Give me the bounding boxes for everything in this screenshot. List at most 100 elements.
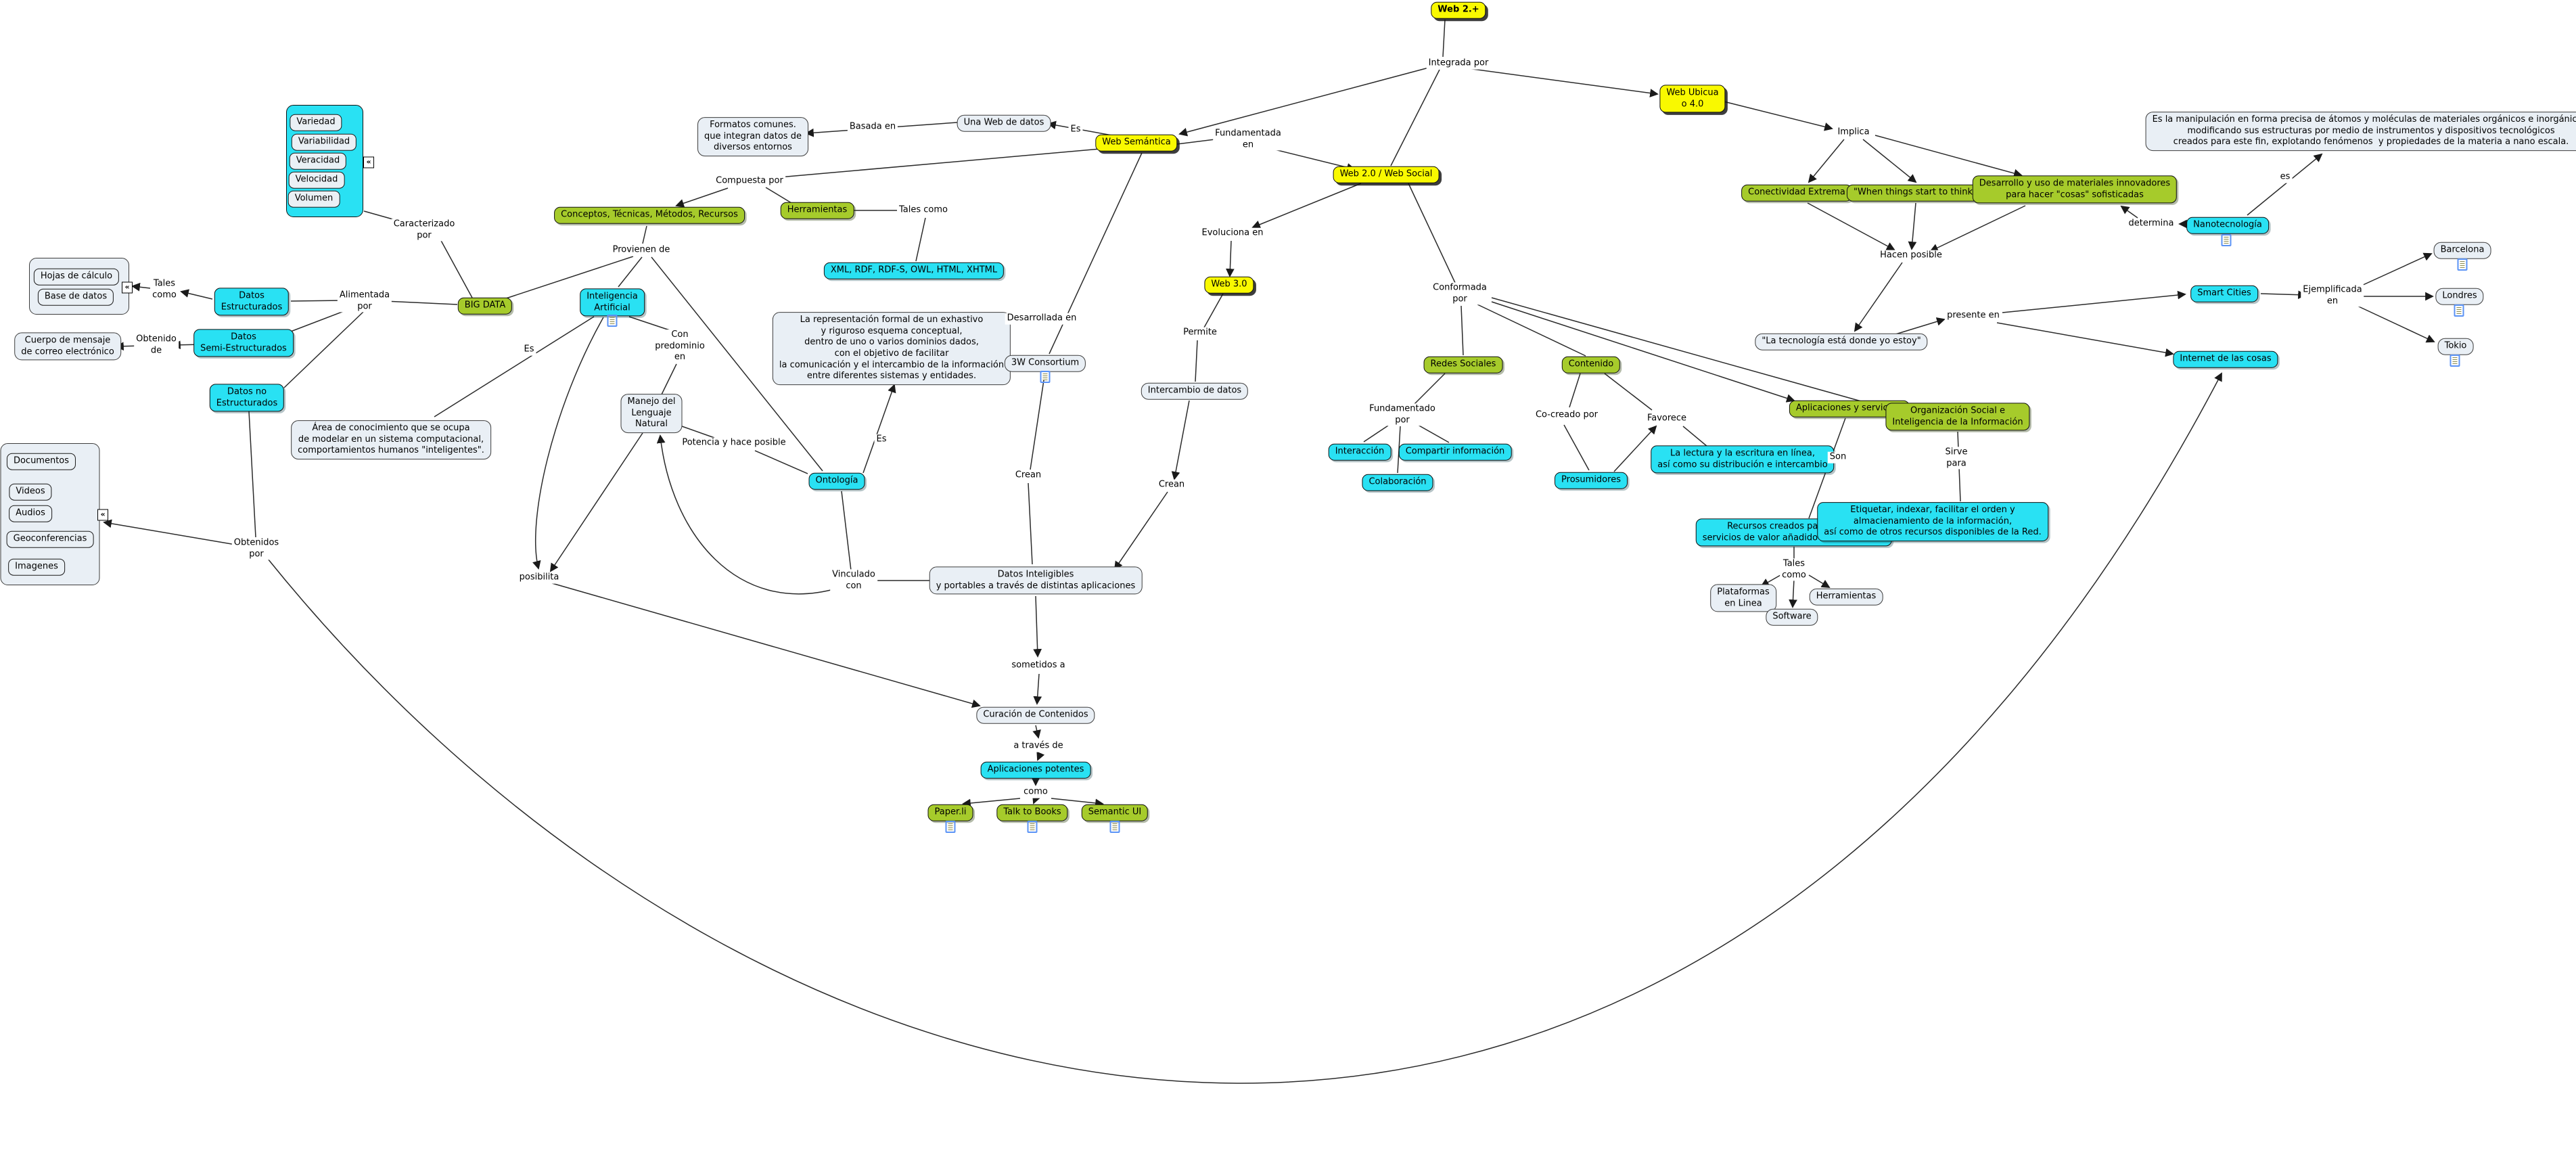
link-conformada-por[interactable]: Conformada por [1431, 282, 1489, 305]
inner-volumen[interactable]: Volumen [288, 190, 340, 208]
concept-web-30[interactable]: Web 3.0 [1204, 276, 1254, 294]
concept-when-things[interactable]: "When things start to think" [1846, 184, 1984, 202]
concept-redes-sociales[interactable]: Redes Sociales [1423, 356, 1503, 373]
link-compuesta-por[interactable]: Compuesta por [714, 175, 785, 187]
concept-semantic-ui[interactable]: Semantic UI [1081, 804, 1149, 821]
link-crean-izq[interactable]: Crean [1013, 470, 1044, 482]
link-desarrollada-en[interactable]: Desarrollada en [1005, 313, 1079, 325]
link-crean-der[interactable]: Crean [1156, 479, 1187, 491]
inner-variedad[interactable]: Variedad [290, 114, 342, 131]
link-es-nano[interactable]: es [2278, 171, 2293, 183]
resource-icon[interactable] [2457, 258, 2468, 271]
concept-xml-rdf[interactable]: XML, RDF, RDF-S, OWL, HTML, XHTML [823, 262, 1005, 279]
concept-aplicaciones-potentes[interactable]: Aplicaciones potentes [980, 761, 1091, 779]
box-software[interactable]: Software [1766, 608, 1818, 626]
concept-web-semantica[interactable]: Web Semántica [1095, 134, 1178, 152]
box-tokio[interactable]: Tokio [2437, 338, 2474, 355]
box-herramientas-br[interactable]: Herramientas [1809, 588, 1883, 606]
inner-veracidad[interactable]: Veracidad [289, 152, 347, 170]
box-barcelona[interactable]: Barcelona [2433, 242, 2491, 259]
box-datos-inteligibles[interactable]: Datos Inteligibles y portables a través … [929, 566, 1143, 595]
box-plataformas[interactable]: Plataformas en Linea [1710, 584, 1776, 612]
resource-icon[interactable] [1027, 821, 1038, 833]
link-vinculado-con[interactable]: Vinculado con [830, 569, 877, 592]
concept-organizacion-social[interactable]: Organización Social e Inteligencia de la… [1885, 403, 2030, 431]
inner-base-datos[interactable]: Base de datos [37, 288, 114, 306]
box-3w-consortium[interactable]: 3W Consortium [1004, 355, 1086, 372]
link-basada-en[interactable]: Basada en [847, 121, 898, 133]
link-ejemplificada-en[interactable]: Ejemplificada en [2301, 284, 2364, 307]
inner-imagenes[interactable]: Imagenes [8, 558, 65, 576]
box-cuerpo-mensaje[interactable]: Cuerpo de mensaje de correo electrónico [14, 332, 121, 361]
concept-conceptos[interactable]: Conceptos, Técnicas, Métodos, Recursos [554, 206, 745, 224]
resource-icon[interactable] [607, 315, 618, 327]
link-posibilita[interactable]: posibilita [517, 572, 561, 584]
annotation-icon[interactable]: « [363, 156, 374, 168]
link-integrada-por[interactable]: Integrada por [1426, 58, 1491, 70]
resource-icon[interactable] [945, 821, 956, 833]
concept-talk-to-books[interactable]: Talk to Books [996, 804, 1068, 821]
link-tales-como-br[interactable]: Tales como [1780, 558, 1808, 581]
link-sirve-para[interactable]: Sirve para [1943, 447, 1970, 470]
concept-datos-no[interactable]: Datos no Estructurados [209, 384, 285, 412]
resource-icon[interactable] [1040, 371, 1051, 383]
concept-la-lectura[interactable]: La lectura y la escritura en línea, así … [1651, 445, 1835, 474]
link-potencia[interactable]: Potencia y hace posible [680, 437, 788, 449]
concept-ontologia[interactable]: Ontología [808, 472, 865, 490]
link-obtenidos-por[interactable]: Obtenidos por [231, 537, 281, 560]
concept-interaccion[interactable]: Interacción [1328, 443, 1392, 461]
concept-etiquetar[interactable]: Etiquetar, indexar, facilitar el orden y… [1817, 502, 2048, 541]
link-tales-como-left[interactable]: Tales como [150, 278, 179, 301]
concept-web-2-plus[interactable]: Web 2.+ [1431, 1, 1486, 19]
concept-conectividad[interactable]: Conectividad Extrema [1741, 184, 1852, 202]
box-manejo-lenguaje[interactable]: Manejo del Lenguaje Natural [620, 394, 683, 433]
resource-icon[interactable] [2450, 355, 2460, 367]
resource-icon[interactable] [2221, 234, 2232, 246]
box-curacion[interactable]: Curación de Contenidos [976, 706, 1095, 724]
link-alimentada-por[interactable]: Alimentada por [337, 290, 392, 313]
concept-datos-estructurados[interactable]: Datos Estructurados [214, 288, 290, 316]
link-es-ia[interactable]: Es [522, 344, 536, 356]
link-con-predominio[interactable]: Con predominio en [653, 330, 707, 363]
inner-hojas-calculo[interactable]: Hojas de cálculo [33, 268, 120, 286]
concept-colaboracion[interactable]: Colaboración [1362, 474, 1433, 491]
link-a-traves-de[interactable]: a través de [1011, 740, 1065, 752]
link-implica[interactable]: Implica [1835, 127, 1872, 139]
box-la-tecnologia[interactable]: "La tecnología está donde yo estoy" [1755, 333, 1928, 350]
link-hacen-posible[interactable]: Hacen posible [1878, 250, 1944, 262]
link-evoluciona-en[interactable]: Evoluciona en [1199, 227, 1266, 240]
concept-nanotecnologia[interactable]: Nanotecnología [2186, 217, 2269, 234]
concept-contenido[interactable]: Contenido [1561, 356, 1621, 373]
link-es-ontologia[interactable]: Es [874, 434, 889, 446]
concept-web-20-social[interactable]: Web 2.0 / Web Social [1333, 166, 1440, 183]
inner-geoconferencias[interactable]: Geoconferencias [6, 530, 94, 548]
resource-icon[interactable] [1109, 821, 1120, 833]
inner-velocidad[interactable]: Velocidad [288, 171, 345, 189]
box-la-representacion[interactable]: La representación formal de un exhastivo… [772, 312, 1011, 385]
link-provienen-de[interactable]: Provienen de [610, 244, 672, 256]
link-tales-como-top[interactable]: Tales como [897, 204, 950, 217]
concept-big-data[interactable]: BIG DATA [457, 297, 513, 315]
container-hojas-base[interactable] [29, 258, 129, 315]
box-formatos[interactable]: Formatos comunes. que integran datos de … [697, 117, 808, 156]
box-londres[interactable]: Londres [2435, 288, 2484, 305]
box-una-web-de-datos[interactable]: Una Web de datos [957, 114, 1051, 132]
link-fundamentada-en[interactable]: Fundamentada en [1213, 128, 1283, 151]
link-caracterizado-por[interactable]: Caracterizado por [391, 219, 457, 242]
annotation-icon[interactable]: « [97, 509, 108, 521]
inner-documentos[interactable]: Documentos [6, 453, 76, 470]
link-permite[interactable]: Permite [1181, 327, 1219, 339]
link-obtenido-de[interactable]: Obtenido de [134, 334, 179, 357]
link-es-web-datos[interactable]: Es [1068, 124, 1083, 136]
link-co-creado-por[interactable]: Co-creado por [1533, 409, 1601, 422]
concept-paper-li[interactable]: Paper.li [927, 804, 973, 821]
link-presente-en[interactable]: presente en [1945, 310, 2002, 322]
concept-prosumidores[interactable]: Prosumidores [1555, 472, 1628, 489]
concept-web-ubicua[interactable]: Web Ubicua o 4.0 [1659, 85, 1726, 113]
concept-herramientas-top[interactable]: Herramientas [780, 202, 854, 219]
link-como[interactable]: como [1021, 786, 1050, 798]
concept-desarrollo-materiales[interactable]: Desarrollo y uso de materiales innovador… [1972, 175, 2178, 204]
link-son[interactable]: Son [1827, 451, 1849, 463]
link-fundamentado-por[interactable]: Fundamentado por [1367, 403, 1438, 426]
box-es-la-manipulacion[interactable]: Es la manipulación en forma precisa de á… [2145, 112, 2576, 151]
